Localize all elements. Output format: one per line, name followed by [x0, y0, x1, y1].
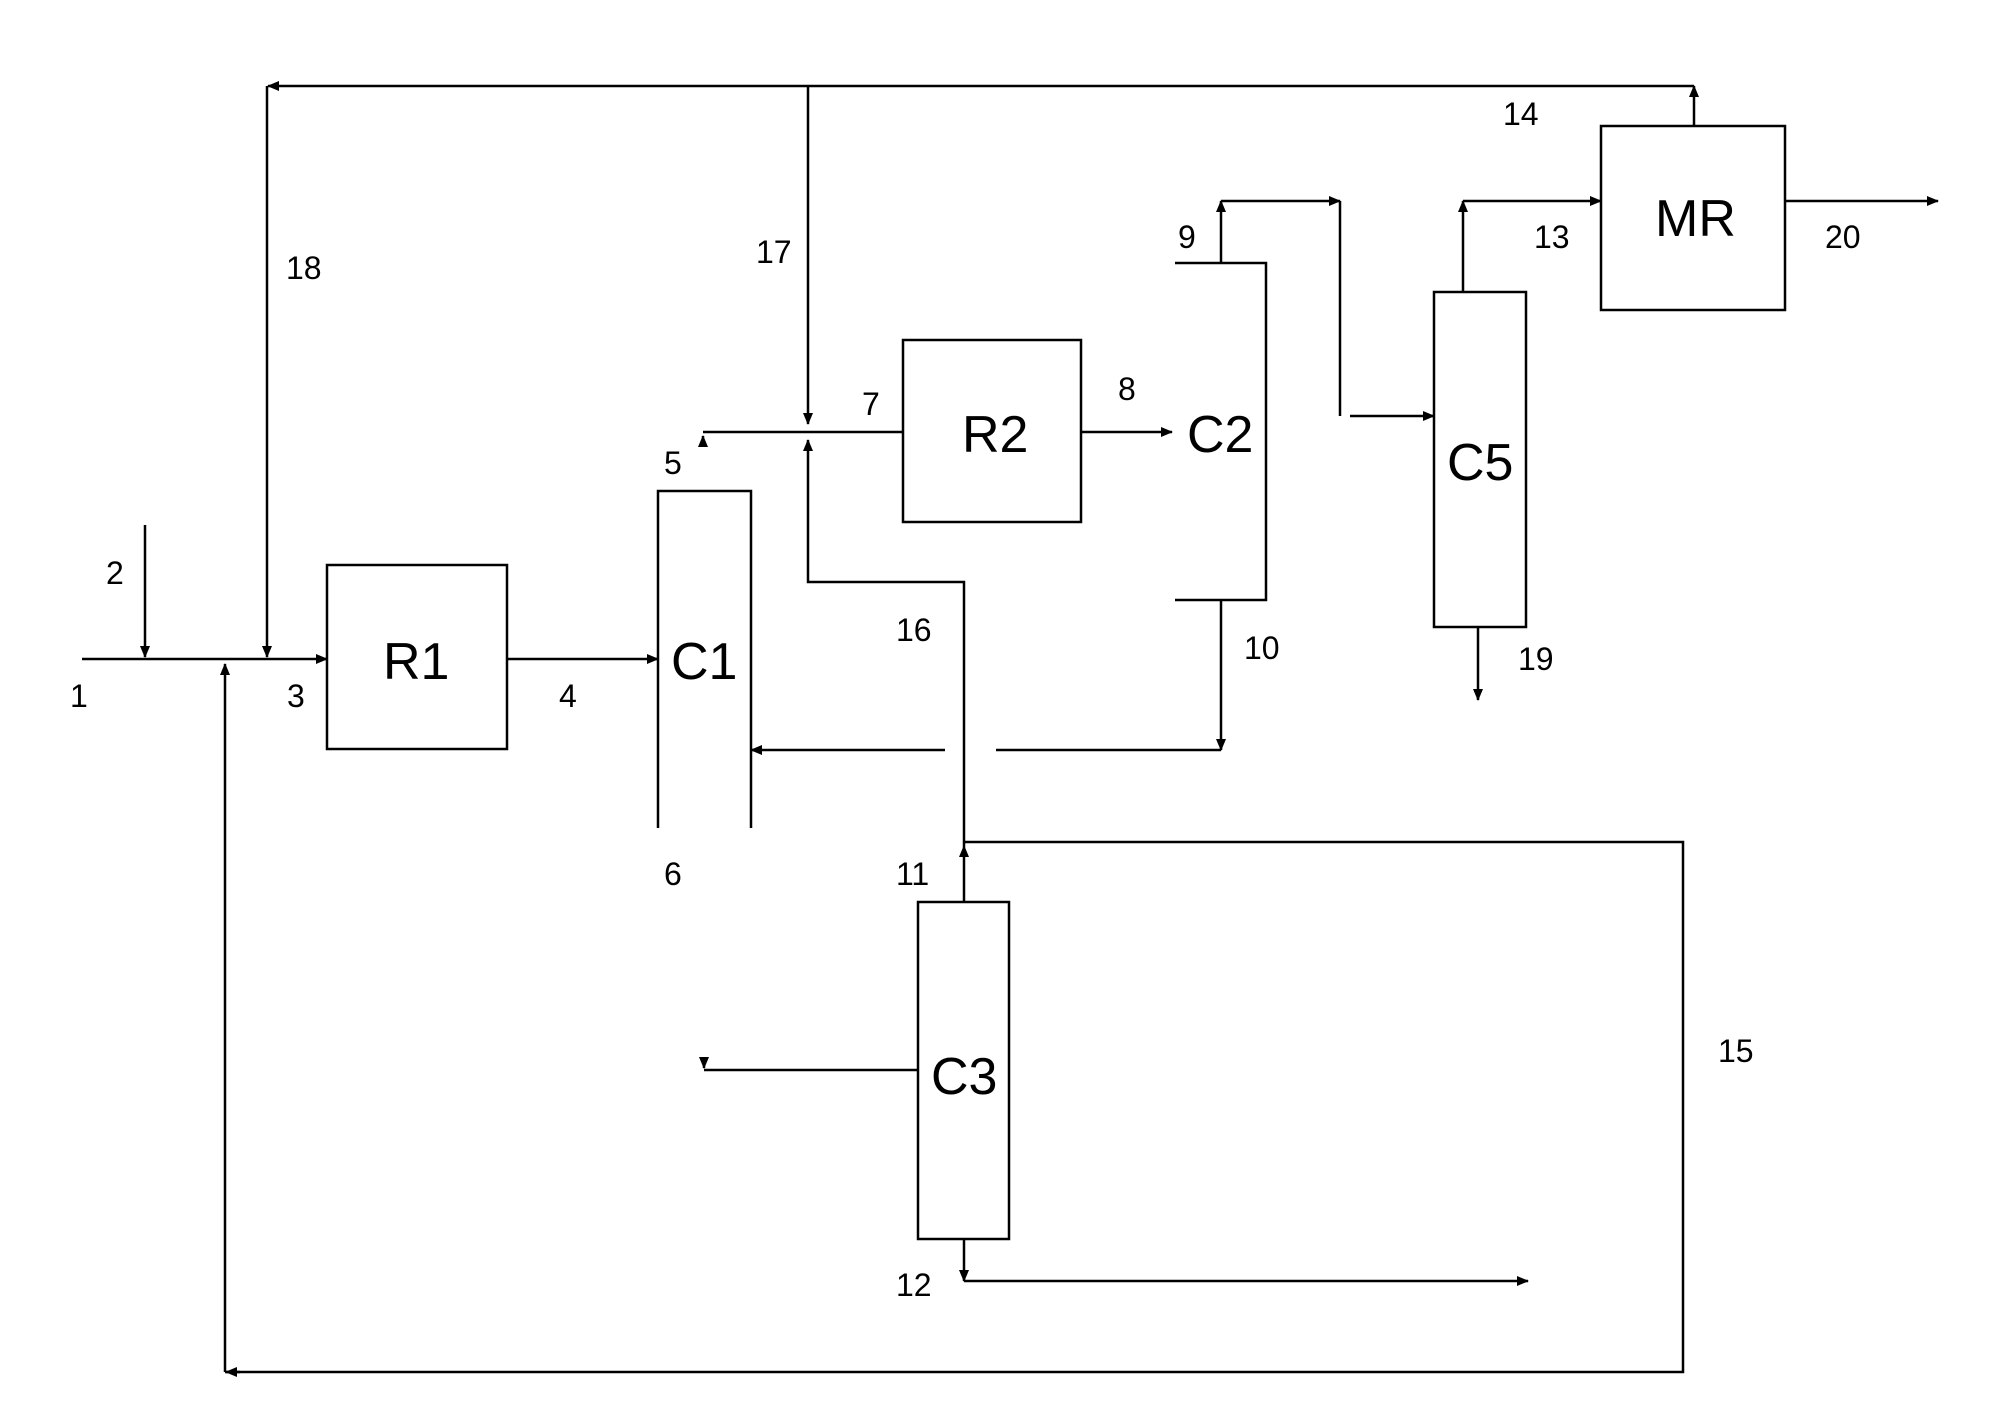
- stream-label-18: 18: [286, 250, 322, 286]
- stream-label-9: 9: [1178, 219, 1196, 255]
- stream-label-6: 6: [664, 856, 682, 892]
- stream-label-12: 12: [896, 1267, 932, 1303]
- stream-16-line: [808, 440, 964, 846]
- stream-label-2: 2: [106, 555, 124, 591]
- r1-label: R1: [383, 633, 449, 691]
- c5-label: C5: [1447, 434, 1513, 492]
- stream-label-19: 19: [1518, 641, 1554, 677]
- stream-label-10: 10: [1244, 630, 1280, 666]
- stream-label-4: 4: [559, 678, 577, 714]
- stream-label-7: 7: [862, 386, 880, 422]
- stream-label-11: 11: [896, 856, 929, 892]
- stream-label-17: 17: [756, 234, 792, 270]
- stream-label-15: 15: [1718, 1033, 1754, 1069]
- c1-label: C1: [671, 633, 737, 691]
- stream-label-8: 8: [1118, 371, 1136, 407]
- stream-label-14: 14: [1503, 96, 1539, 132]
- stream-15-line: [225, 842, 1683, 1372]
- mr-label: MR: [1655, 190, 1736, 248]
- stream-label-13: 13: [1534, 219, 1570, 255]
- stream-label-5: 5: [664, 445, 682, 481]
- c2-label: C2: [1187, 406, 1253, 464]
- stream-label-20: 20: [1825, 219, 1861, 255]
- stream-label-16: 16: [896, 612, 932, 648]
- stream-label-1: 1: [70, 678, 88, 714]
- stream-label-3: 3: [287, 678, 305, 714]
- r2-label: R2: [962, 406, 1028, 464]
- c3-label: C3: [931, 1048, 997, 1106]
